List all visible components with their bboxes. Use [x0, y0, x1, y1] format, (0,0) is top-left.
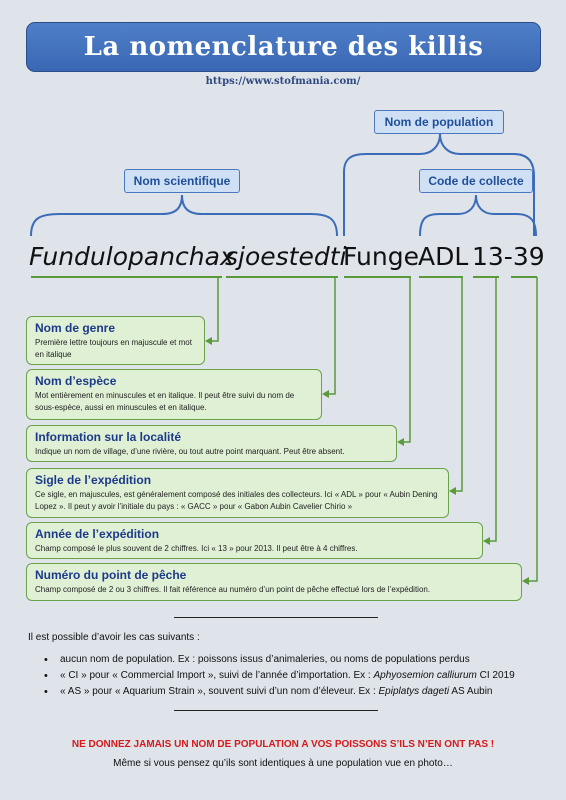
connector-number: [528, 277, 538, 582]
definition-genus: Nom de genre Première lettre toujours en…: [26, 316, 205, 365]
case-species: Epiplatys dageti: [378, 686, 450, 697]
title-banner: La nomenclature des killis: [26, 22, 541, 72]
definition-title: Sigle de l’expédition: [35, 473, 152, 487]
label-scientific: Nom scientifique: [124, 169, 240, 193]
definition-number: Numéro du point de pêche Champ composé d…: [26, 563, 522, 601]
definition-locality: Information sur la localité Indique un n…: [26, 425, 397, 462]
definition-text: Champ composé le plus souvent de 2 chiff…: [35, 544, 358, 553]
connector-species: [328, 277, 336, 395]
definition-species: Nom d’espèce Mot entièrement en minuscul…: [26, 369, 322, 420]
source-url[interactable]: https://www.stofmania.com/: [205, 76, 361, 87]
warning-text: NE DONNEZ JAMAIS UN NOM DE POPULATION A …: [71, 739, 495, 750]
definition-text: Indique un nom de village, d’une rivière…: [35, 447, 345, 456]
name-species: sjoestedti: [225, 242, 347, 271]
name-genus: Fundulopanchax: [29, 242, 235, 271]
label-collection: Code de collecte: [419, 169, 533, 193]
connector-genus: [211, 277, 219, 342]
case-species: Aphyosemion calliurum: [373, 670, 477, 681]
definition-title: Nom de genre: [35, 321, 116, 335]
separator-top: [174, 617, 378, 618]
label-population: Nom de population: [374, 110, 504, 134]
connector-locality: [403, 277, 411, 443]
connector-expedition: [455, 277, 463, 492]
definition-text: Première lettre toujours en majuscule et…: [35, 338, 192, 359]
name-locality: Funge: [343, 242, 419, 271]
definition-text: Mot entièrement en minuscules et en ital…: [35, 391, 295, 412]
footnote-text: Même si vous pensez qu’ils sont identiqu…: [113, 758, 453, 769]
list-item: aucun nom de population. Ex : poissons i…: [44, 653, 515, 669]
case-text: « CI » pour « Commercial Import », suivi…: [60, 670, 374, 681]
name-number: 13-39: [472, 242, 545, 271]
definition-text: Champ composé de 2 ou 3 chiffres. Il fai…: [35, 585, 431, 594]
separator-bottom: [174, 710, 378, 711]
definition-title: Information sur la localité: [35, 430, 182, 444]
case-text: « AS » pour « Aquarium Strain », souvent…: [60, 686, 379, 697]
cases-intro: Il est possible d’avoir les cas suivants…: [28, 632, 200, 643]
case-text: aucun nom de population. Ex : poissons i…: [60, 654, 470, 665]
name-expedition: ADL: [418, 242, 469, 271]
definition-year: Année de l’expédition Champ composé le p…: [26, 522, 483, 559]
case-suffix: AS Aubin: [449, 686, 493, 697]
definition-title: Numéro du point de pêche: [35, 568, 187, 582]
definition-expedition: Sigle de l’expédition Ce sigle, en majus…: [26, 468, 449, 518]
brace-scientific: [30, 194, 338, 237]
list-item: « AS » pour « Aquarium Strain », souvent…: [44, 685, 515, 701]
definition-text: Ce sigle, en majuscules, est généralemen…: [35, 490, 438, 511]
cases-list: aucun nom de population. Ex : poissons i…: [44, 653, 515, 701]
connector-year: [489, 277, 497, 542]
list-item: « CI » pour « Commercial Import », suivi…: [44, 669, 515, 685]
brace-collection: [419, 194, 537, 237]
case-suffix: CI 2019: [476, 670, 515, 681]
definition-title: Nom d’espèce: [35, 374, 117, 388]
definition-title: Année de l’expédition: [35, 527, 160, 541]
brace-population: [343, 133, 535, 236]
